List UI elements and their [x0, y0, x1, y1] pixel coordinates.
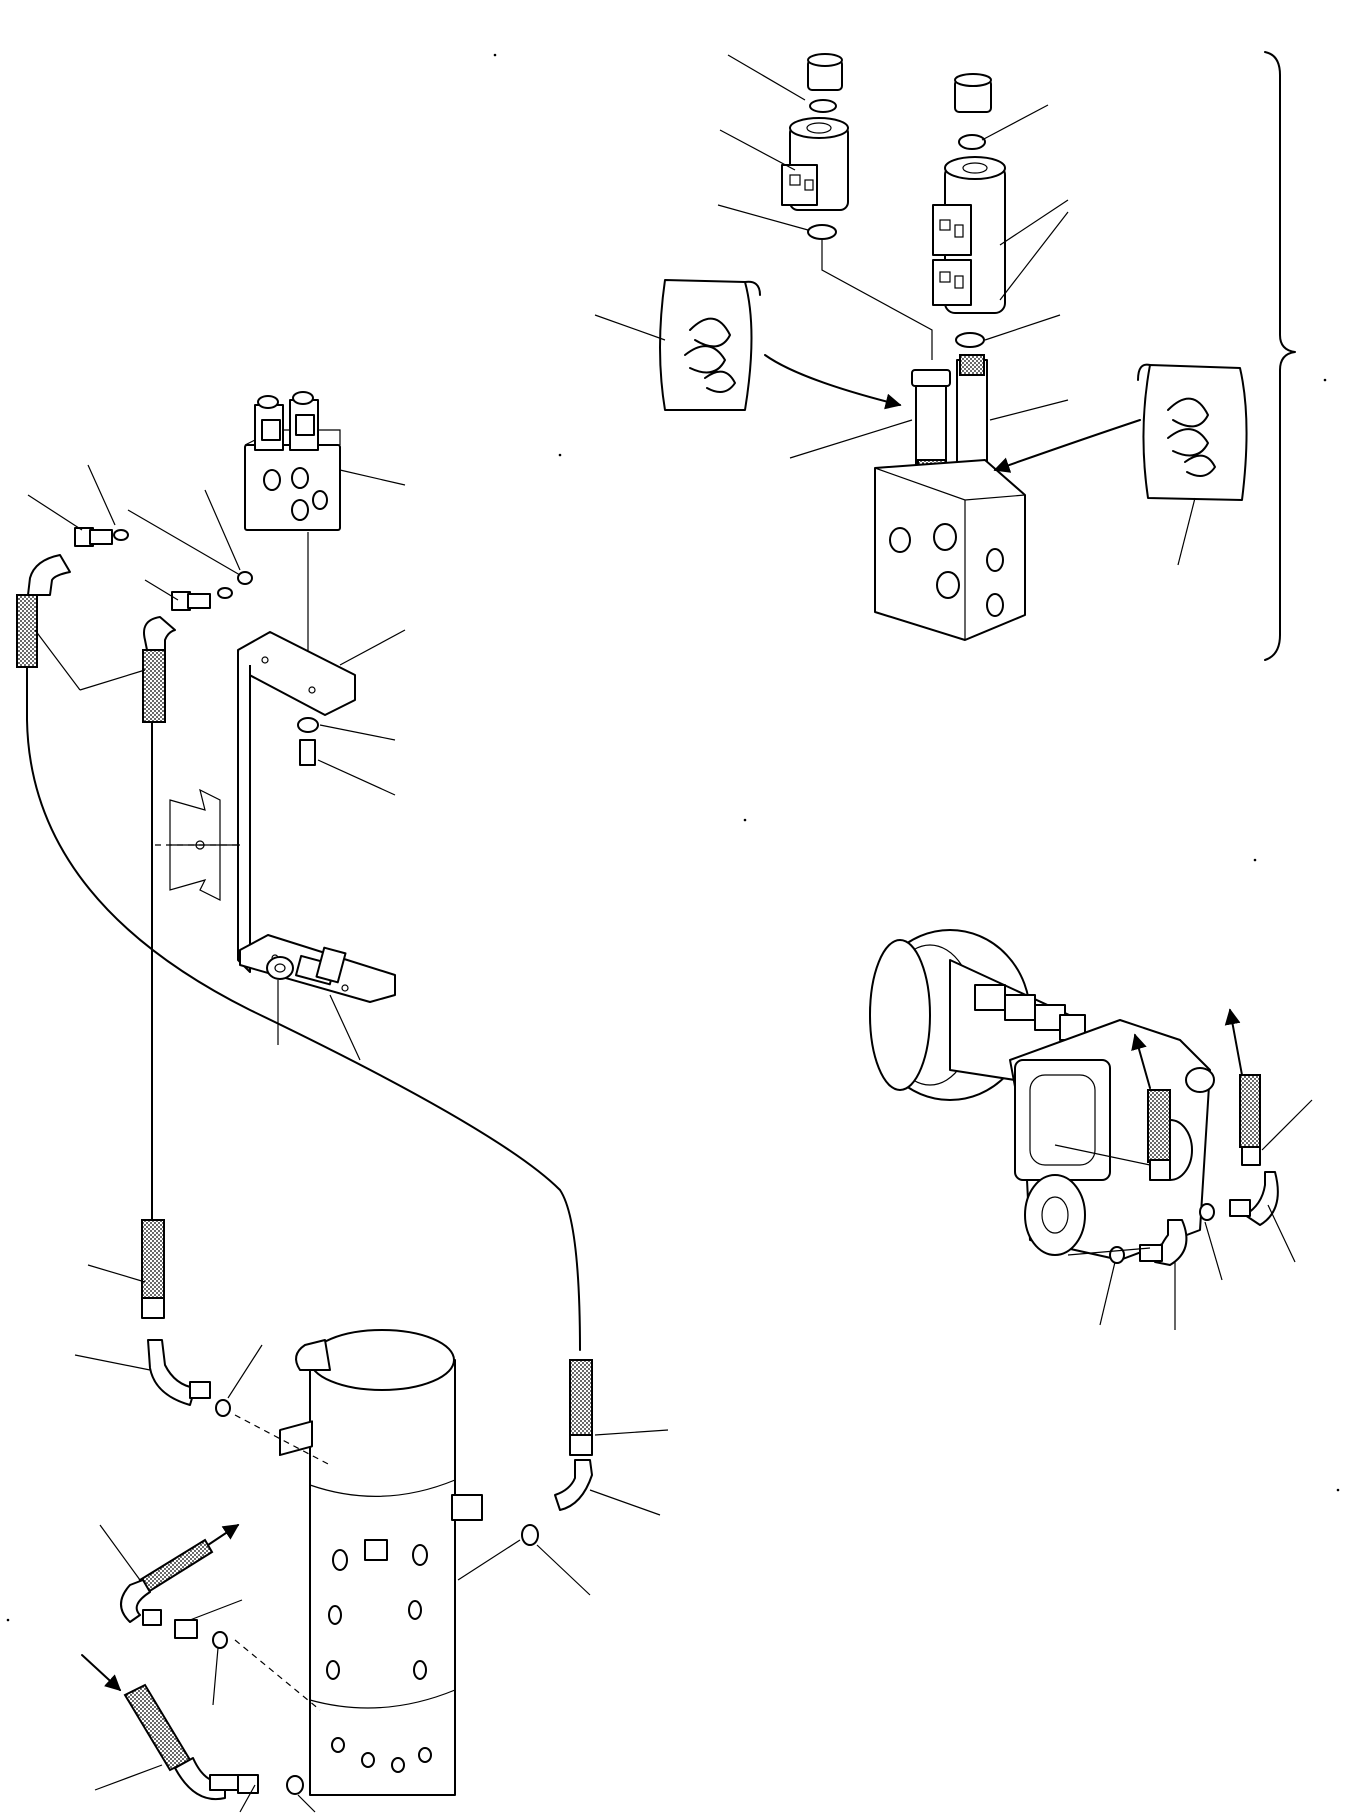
hose-short: [34, 616, 263, 1417]
lubricant-symbol-left: [594, 279, 902, 411]
scan-specks: [6, 53, 1340, 1622]
right-coil-connector-upper: [932, 204, 972, 256]
left-solenoid-stack: [717, 53, 933, 360]
pump-assembly-detail: [869, 929, 1313, 1330]
valve-block: [874, 459, 1026, 641]
mounting-bracket: [237, 629, 406, 1003]
right-upper-o-ring: [958, 134, 986, 150]
valve-mounting-bracket-assembly: [16, 391, 669, 1813]
bracket-fasteners-bottom: [266, 946, 361, 1061]
right-lower-o-ring: [955, 332, 985, 348]
wall-mount-symbol: [155, 788, 240, 901]
lubricant-symbol-right: [993, 363, 1248, 566]
valve-fittings: [27, 464, 253, 611]
small-solenoid-valve: [244, 391, 406, 665]
swivel-joint: [234, 1329, 521, 1796]
right-coil-connector-lower: [932, 259, 972, 306]
group-brace: [1264, 51, 1296, 661]
hose-long: [16, 554, 669, 1596]
right-solenoid-stack: [932, 73, 1069, 348]
left-lower-o-ring: [807, 224, 837, 240]
inlet-hoses: [81, 1524, 316, 1813]
bracket-fasteners-top: [297, 717, 396, 796]
left-upper-o-ring: [809, 99, 837, 113]
valve-assembly-detail: [594, 51, 1296, 661]
